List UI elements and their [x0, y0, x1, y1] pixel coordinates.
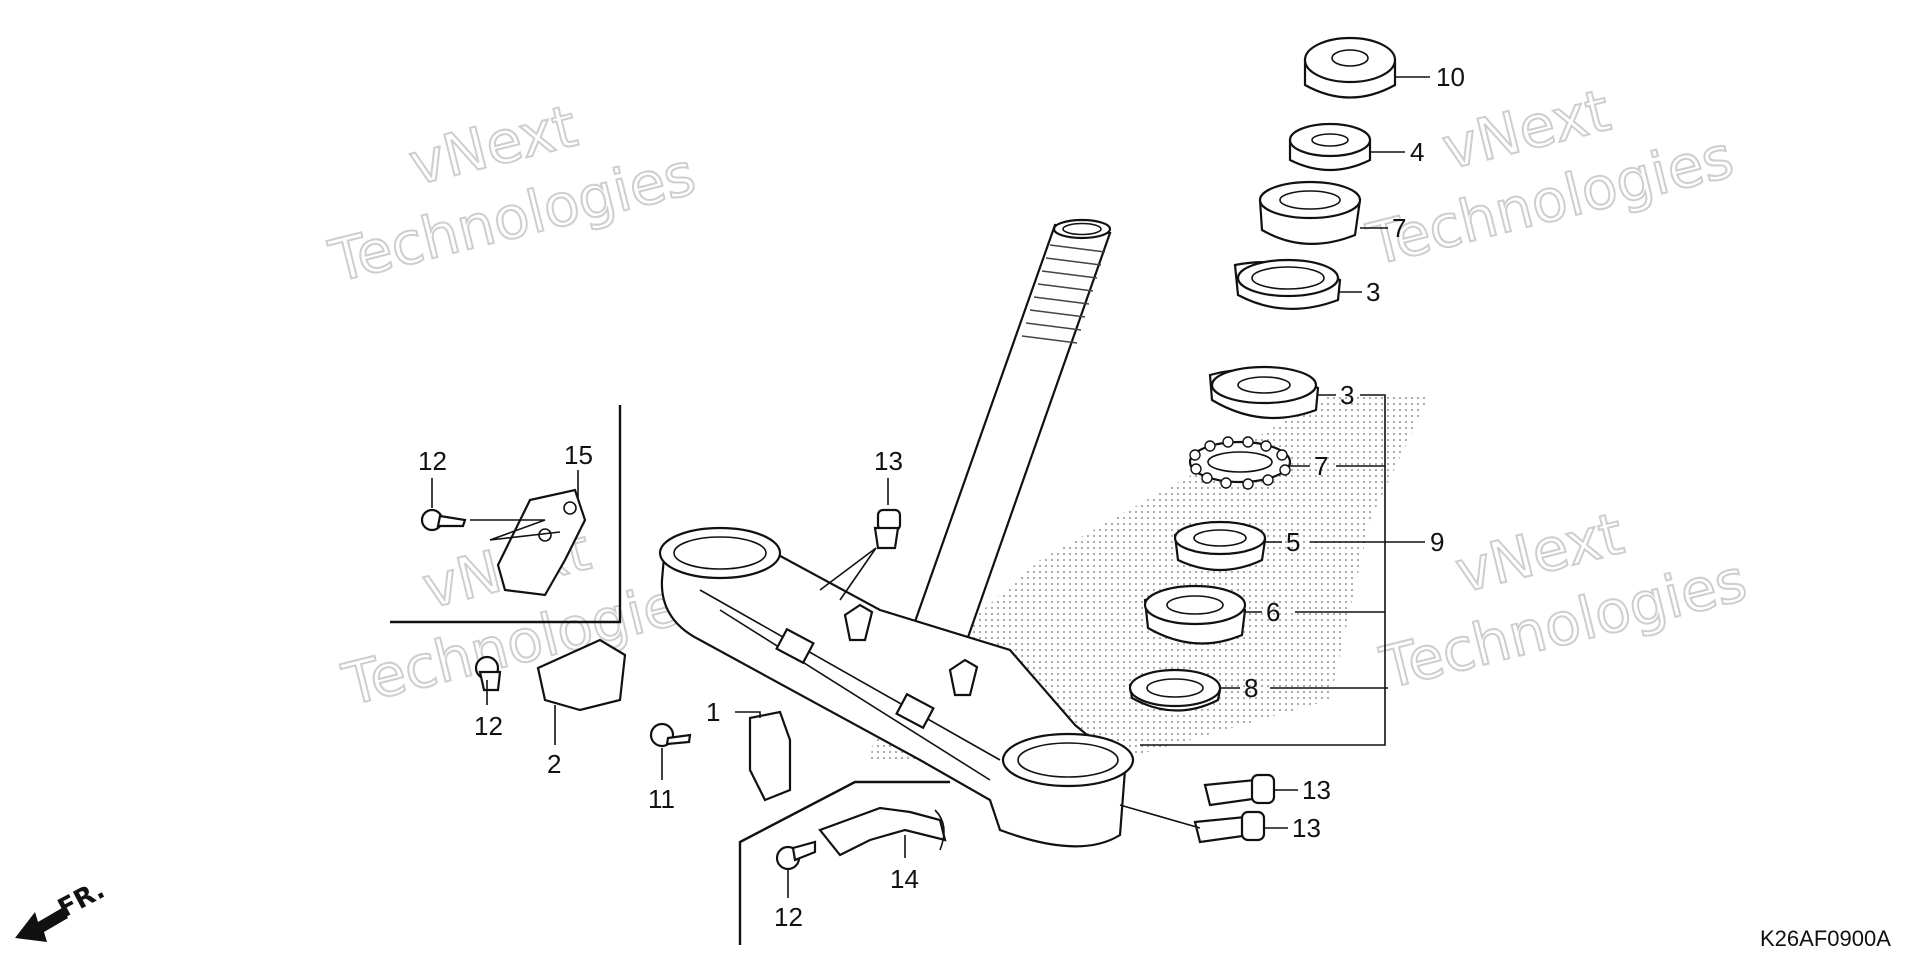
callout-3-lower: 3: [1340, 380, 1354, 410]
dust-seal: [1143, 584, 1247, 645]
callout-12-bottom: 12: [774, 902, 803, 932]
callout-13-upper-bolt: 13: [1302, 775, 1331, 805]
callout-labels: 10 4 7 3 3 7 5 9 6 8 13 13 13 12 15 12 2…: [418, 62, 1465, 932]
callout-13-top: 13: [874, 446, 903, 476]
diagram-code: K26AF0900A: [1760, 926, 1891, 951]
callout-7-upper: 7: [1392, 213, 1406, 243]
lock-washer: [1288, 122, 1372, 172]
callout-4: 4: [1410, 137, 1424, 167]
callout-8: 8: [1244, 673, 1258, 703]
callout-15: 15: [564, 440, 593, 470]
front-arrow-icon: [15, 908, 68, 942]
lower-bearing: [1188, 436, 1292, 490]
thrust-washer: [1128, 668, 1222, 712]
pinch-bolts: [1193, 773, 1276, 844]
callout-6: 6: [1266, 597, 1280, 627]
callout-2: 2: [547, 749, 561, 779]
inset-frames: [390, 405, 950, 945]
callout-1: 1: [706, 697, 720, 727]
lower-race-upper: [1208, 365, 1320, 420]
bearing-stack: [1128, 36, 1397, 712]
lower-triple-clamp: [658, 526, 1135, 848]
callout-5: 5: [1286, 527, 1300, 557]
inset-parts: [420, 488, 947, 871]
locknut: [1303, 36, 1397, 99]
callout-3-upper: 3: [1366, 277, 1380, 307]
callout-11: 11: [648, 784, 675, 814]
callout-7-lower: 7: [1314, 451, 1328, 481]
callout-12-left: 12: [474, 711, 503, 741]
top-bolt: [873, 508, 902, 550]
front-direction-indicator: FR.: [15, 875, 110, 942]
dust-seal-race: [1173, 520, 1267, 572]
upper-bearing: [1258, 180, 1362, 245]
callout-13-lower-bolt: 13: [1292, 813, 1321, 843]
callout-9: 9: [1430, 527, 1444, 557]
upper-race: [1233, 258, 1342, 310]
callout-10: 10: [1436, 62, 1465, 92]
callout-12-inset: 12: [418, 446, 447, 476]
callout-14: 14: [890, 864, 919, 894]
leader-lines: [431, 76, 1430, 898]
